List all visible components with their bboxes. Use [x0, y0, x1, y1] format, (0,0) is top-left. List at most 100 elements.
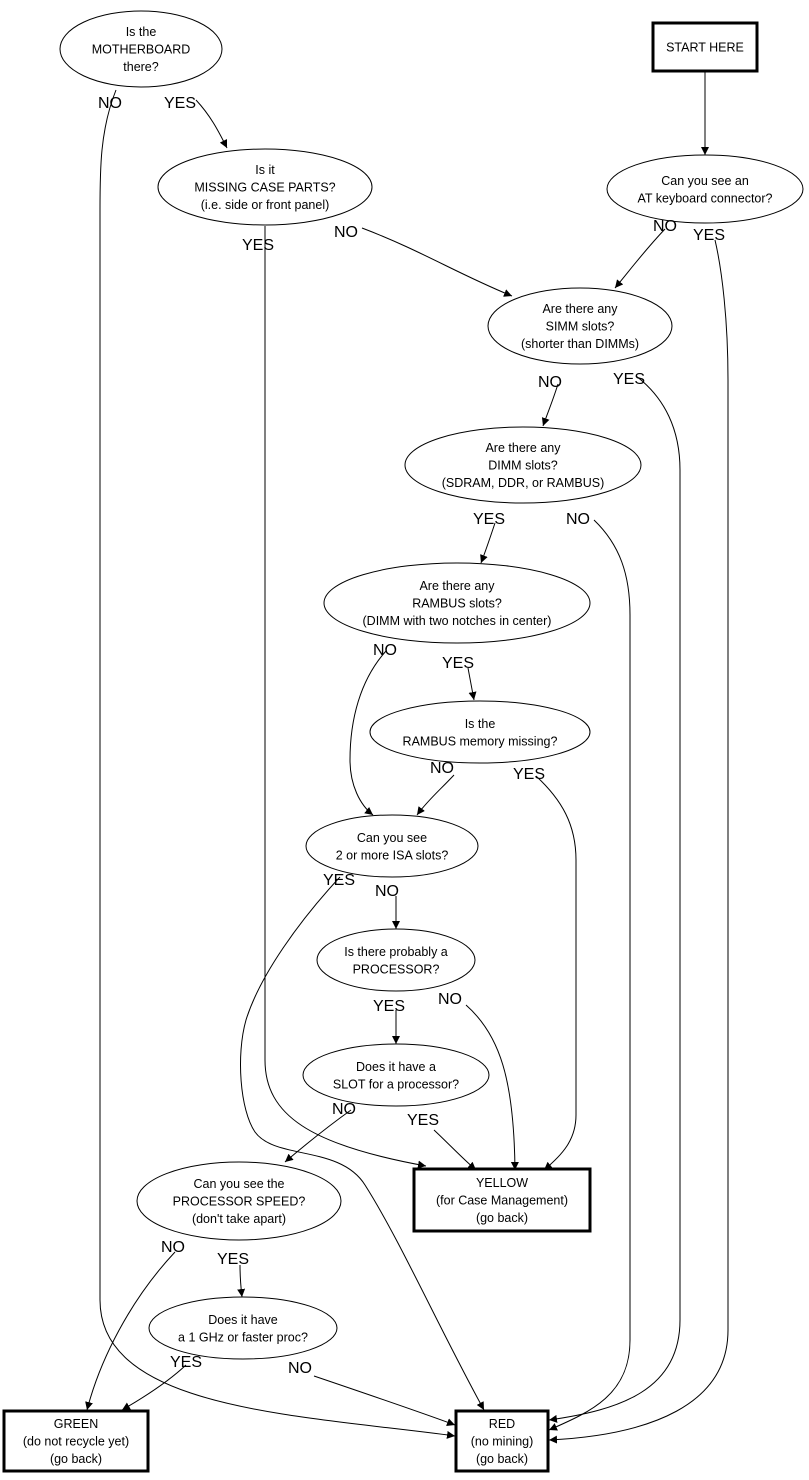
node-red: RED(no mining)(go back)	[454, 1409, 550, 1473]
node-case-parts-line-0: Is it	[255, 163, 275, 177]
node-processor-line-1: PROCESSOR?	[353, 962, 440, 976]
node-yellow: YELLOW (for Case Management) (go back)	[412, 1167, 592, 1233]
edge-isa-to-red	[240, 876, 485, 1411]
node-isa-line-1: 2 or more ISA slots?	[336, 848, 449, 862]
edge-dimm-to-rambus-slots	[480, 522, 496, 564]
node-start-line-0: START HERE	[666, 41, 744, 55]
node-slot-line-0: Does it have a	[356, 1060, 436, 1074]
edge-label-processor-to-slot: YES	[373, 998, 405, 1015]
node-case-parts-ellipse	[157, 148, 373, 226]
edge-rambus-missing-to-yellow	[535, 775, 577, 1171]
node-red-box	[454, 1409, 550, 1473]
node-yellow-line-1: (for Case Management)	[436, 1194, 568, 1208]
node-ghz-line-0: Does it have	[208, 1313, 278, 1327]
edge-label-rambus-slots-to-rambus-missing: YES	[442, 655, 474, 672]
node-processor-line-0: Is there probably a	[344, 945, 448, 959]
edge-label-rambus-missing-to-isa: NO	[430, 760, 454, 777]
edge-label-dimm-to-red: NO	[566, 511, 590, 528]
edge-label-ghz-to-red: NO	[288, 1360, 312, 1377]
edge-motherboard-to-case-parts	[195, 99, 228, 149]
edge-case-parts-to-simm	[361, 227, 513, 297]
node-slot-line-1: SLOT for a processor?	[333, 1077, 459, 1091]
node-yellow-box	[412, 1167, 592, 1233]
node-green-line-0: GREEN	[54, 1417, 98, 1431]
edge-label-speed-to-ghz: YES	[217, 1251, 249, 1268]
node-rambus-slots-ellipse	[323, 562, 591, 644]
edge-label-slot-to-speed: NO	[332, 1101, 356, 1118]
node-rambus-slots-line-2: (DIMM with two notches in center)	[363, 614, 552, 628]
edge-slot-to-yellow	[433, 1129, 477, 1171]
edge-processor-to-yellow	[465, 1004, 519, 1171]
edge-simm-to-red	[548, 375, 681, 1423]
edge-label-motherboard-to-red: NO	[98, 95, 122, 112]
node-case-parts-line-2: (i.e. side or front panel)	[201, 198, 330, 212]
node-case-parts: Is it MISSING CASE PARTS? (i.e. side or fr…	[157, 148, 373, 226]
edge-label-isa-to-processor: NO	[375, 883, 399, 900]
node-dimm-line-1: DIMM slots?	[488, 459, 558, 473]
edge-label-at-keyboard-to-simm: NO	[653, 218, 677, 235]
edge-label-dimm-to-rambus-slots: YES	[473, 511, 505, 528]
node-green: GREEN(do not recycle yet)(go back)	[2, 1409, 150, 1473]
node-speed-line-0: Can you see the	[193, 1177, 284, 1191]
edge-rambus-slots-to-isa	[349, 650, 387, 816]
edge-speed-to-ghz	[237, 1264, 246, 1298]
node-case-parts-line-1: MISSING CASE PARTS?	[194, 181, 335, 195]
node-speed-line-2: (don't take apart)	[192, 1212, 286, 1226]
edge-speed-to-green	[85, 1251, 176, 1411]
node-green-box	[2, 1409, 150, 1473]
node-motherboard-line-2: there?	[123, 60, 158, 74]
edge-label-speed-to-green: NO	[161, 1239, 185, 1256]
edge-label-processor-to-yellow: NO	[438, 991, 462, 1008]
edge-simm-to-dimm	[541, 383, 559, 427]
edge-ghz-to-red	[313, 1375, 456, 1426]
node-isa-ellipse	[305, 814, 479, 878]
edge-at-keyboard-to-simm	[614, 228, 666, 289]
node-green-line-1: (do not recycle yet)	[23, 1435, 129, 1449]
node-ghz: Does it have a 1 GHz or faster proc?	[148, 1296, 338, 1360]
node-processor: Is there probably a PROCESSOR?	[316, 928, 476, 992]
edge-rambus-slots-to-rambus-missing	[467, 667, 477, 701]
node-ghz-line-1: a 1 GHz or faster proc?	[178, 1330, 308, 1344]
node-motherboard-line-1: MOTHERBOARD	[92, 43, 191, 57]
node-ghz-ellipse	[148, 1296, 338, 1360]
node-yellow-line-0: YELLOW	[476, 1176, 528, 1190]
edge-label-isa-to-red: YES	[323, 872, 355, 889]
node-yellow-line-2: (go back)	[476, 1211, 528, 1225]
node-simm-line-0: Are there any	[542, 302, 618, 316]
edge-label-simm-to-dimm: NO	[538, 374, 562, 391]
edge-slot-to-speed	[284, 1109, 352, 1163]
edge-label-ghz-to-green: YES	[170, 1354, 202, 1371]
edge-label-at-keyboard-to-red: YES	[693, 227, 725, 244]
node-dimm-line-2: (SDRAM, DDR, or RAMBUS)	[442, 476, 605, 490]
edge-dimm-to-red	[548, 519, 631, 1431]
node-rambus-missing-line-0: Is the	[465, 717, 496, 731]
edge-label-slot-to-yellow: YES	[407, 1112, 439, 1129]
node-red-line-0: RED	[489, 1417, 515, 1431]
node-slot: Does it have a SLOT for a processor?	[302, 1043, 490, 1107]
edge-motherboard-to-red	[99, 89, 456, 1439]
node-isa-line-0: Can you see	[357, 831, 427, 845]
node-simm-ellipse	[487, 287, 673, 365]
edge-label-case-parts-to-yellow: YES	[242, 237, 274, 254]
node-motherboard-line-0: Is the	[126, 25, 157, 39]
node-start-box	[651, 21, 759, 73]
edge-at-keyboard-to-red	[548, 239, 729, 1444]
node-speed-ellipse	[136, 1161, 342, 1241]
edge-label-simm-to-red: YES	[613, 371, 645, 388]
node-simm-line-1: SIMM slots?	[546, 320, 615, 334]
node-isa: Can you see 2 or more ISA slots?	[305, 814, 479, 878]
node-slot-ellipse	[302, 1043, 490, 1107]
node-start: START HERE	[651, 21, 759, 73]
node-rambus-missing-ellipse	[369, 700, 591, 764]
edge-rambus-missing-to-isa	[416, 774, 455, 816]
node-processor-ellipse	[316, 928, 476, 992]
node-red-line-1: (no mining)	[471, 1435, 534, 1449]
node-simm-line-2: (shorter than DIMMs)	[521, 337, 639, 351]
